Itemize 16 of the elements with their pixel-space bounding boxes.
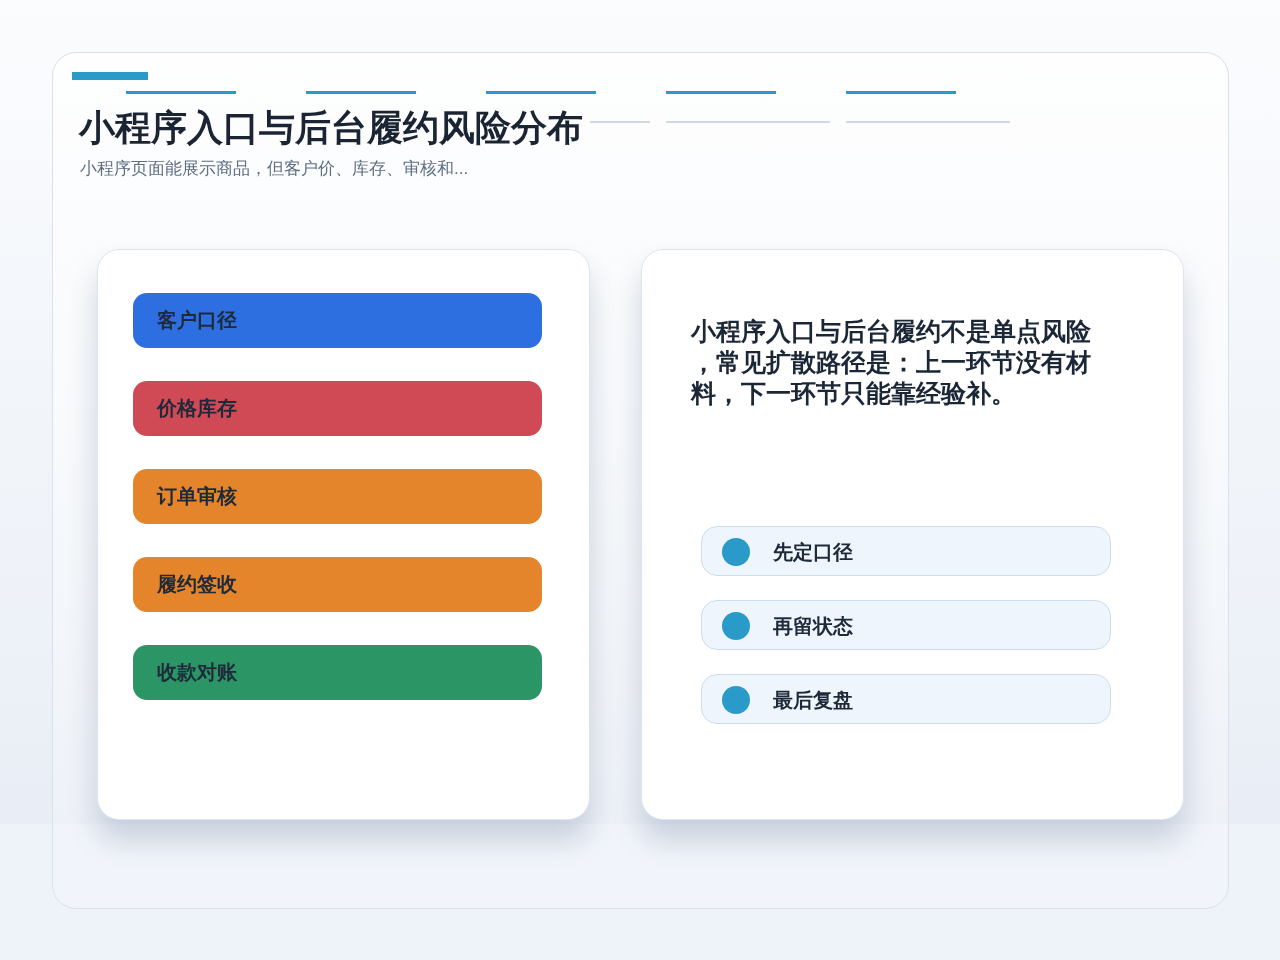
category-bar: 客户口径 — [133, 293, 542, 348]
category-bar: 履约签收 — [133, 557, 542, 612]
summary-text: 小程序入口与后台履约不是单点风险，常见扩散路径是：上一环节没有材料，下一环节只能靠经验补。 — [691, 316, 1092, 409]
title: 小程序入口与后台履约风险分布 — [79, 106, 583, 150]
step-label: 再留状态 — [773, 614, 853, 639]
step-label: 先定口径 — [773, 540, 853, 565]
step-label: 最后复盘 — [773, 688, 853, 713]
panel-card — [641, 249, 1184, 820]
step-pill — [701, 674, 1111, 724]
category-bar: 价格库存 — [133, 381, 542, 436]
category-bar: 收款对账 — [133, 645, 542, 700]
step-pill — [701, 526, 1111, 576]
step-pill — [701, 600, 1111, 650]
category-bar: 订单审核 — [133, 469, 542, 524]
subtitle: 小程序页面能展示商品，但客户价、库存、审核和... — [80, 158, 469, 180]
panel-card — [97, 249, 590, 820]
